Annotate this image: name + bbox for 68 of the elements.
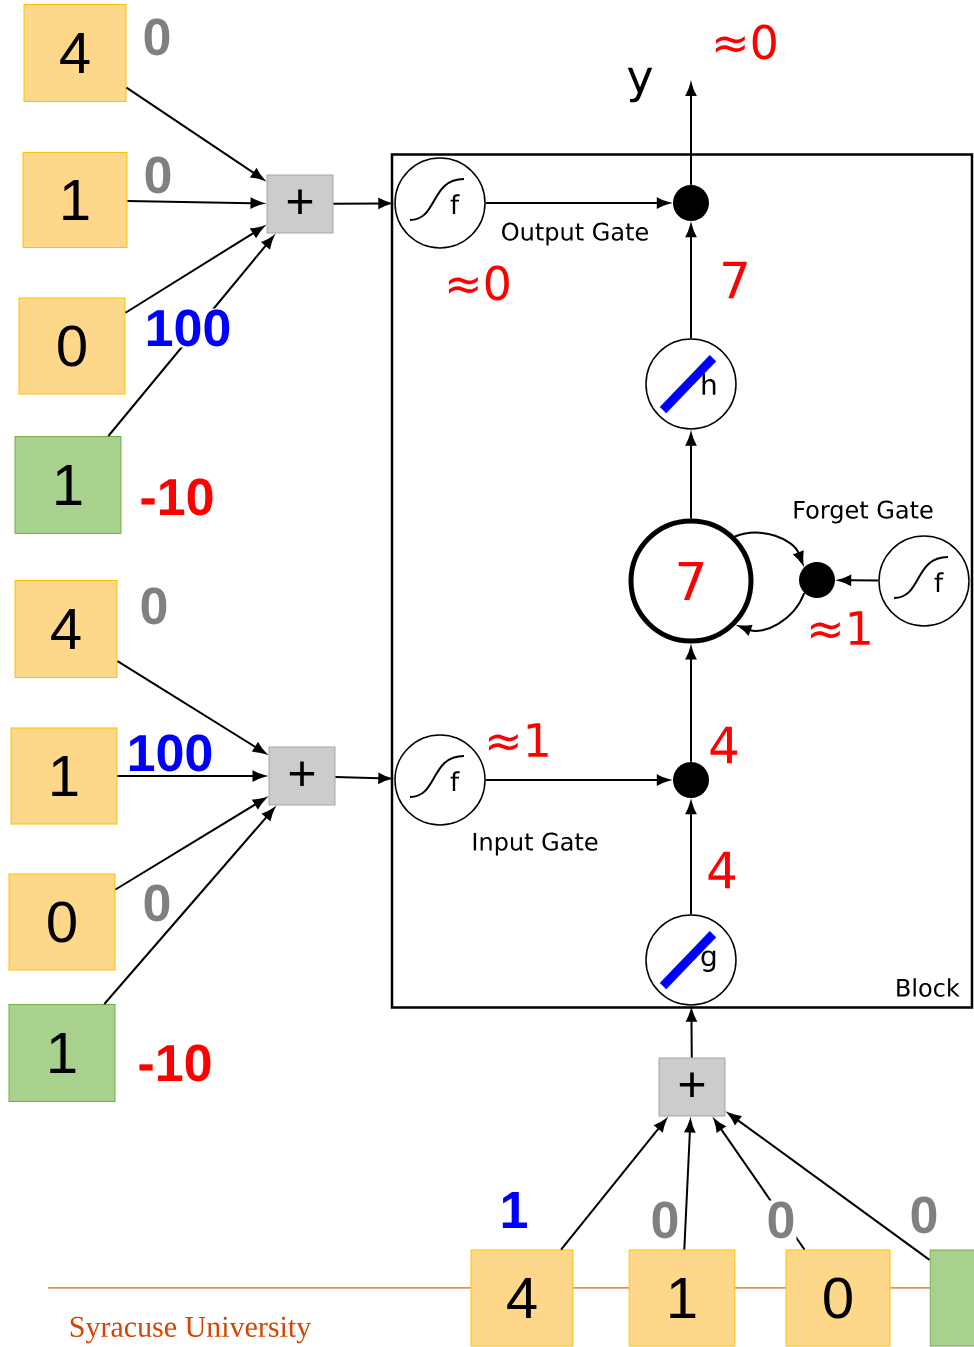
input-box: 1 (10, 727, 118, 825)
arrow (484, 774, 670, 786)
arrow (125, 86, 265, 181)
edge-label: -10 (136, 1043, 214, 1083)
input-box: 4 (470, 1249, 574, 1347)
edge-label: 0 (908, 1195, 940, 1235)
arrow (686, 1008, 697, 1059)
arrow (124, 226, 264, 314)
sigmoid-gate: f (394, 157, 486, 249)
edge-label: 0 (141, 883, 173, 923)
multiply-dot (673, 185, 709, 221)
gate-label: Output Gate (502, 222, 648, 246)
input-box: 0 (8, 873, 116, 971)
arrow (685, 801, 697, 916)
input-box: 1 (14, 436, 122, 534)
edge-label: 100 (125, 733, 215, 773)
edge-label: 0 (138, 586, 170, 626)
value-label: ≈0 (715, 24, 776, 60)
input-box: 1 (8, 1004, 116, 1102)
multiply-dot (799, 562, 835, 598)
arrow (114, 797, 266, 891)
edge-label: ≈1 (483, 722, 553, 758)
sum-box: + (266, 174, 334, 234)
arrow (116, 770, 266, 782)
input-box: 4 (14, 580, 118, 678)
arrow (332, 198, 392, 209)
edge-label: 4 (705, 850, 739, 890)
arrow (484, 197, 670, 209)
input-box: 4 (23, 4, 127, 102)
arrow (738, 592, 806, 635)
input-box: 0 (18, 297, 126, 395)
arrow (685, 83, 697, 186)
edge-label: 0 (141, 17, 173, 57)
sum-box: + (658, 1057, 726, 1117)
edge-label: 1 (498, 1191, 530, 1229)
arrow (334, 773, 392, 784)
arrow (685, 224, 697, 340)
input-box: 1 (628, 1249, 736, 1347)
arrow (685, 646, 697, 763)
sigmoid-gate: f (394, 734, 486, 826)
gate-label: Forget Gate (794, 500, 933, 524)
edge-label: ≈0 (443, 264, 513, 302)
sigmoid-gate: f (878, 535, 970, 627)
edge-label: ≈1 (805, 610, 875, 646)
arrow (560, 1118, 667, 1251)
arrow (103, 807, 275, 1005)
input-box: 1 (22, 152, 128, 248)
edge-label: -10 (138, 477, 216, 517)
arrow (126, 197, 264, 209)
arrow (733, 531, 804, 565)
sum-box: + (268, 746, 336, 806)
edge-label: 4 (707, 725, 741, 765)
arrow (116, 660, 266, 754)
multiply-dot (673, 762, 709, 798)
edge-label: y (625, 66, 655, 104)
edge-label: 100 (143, 308, 233, 348)
edge-label: 0 (142, 155, 174, 195)
edge-label: 0 (649, 1200, 681, 1240)
input-box (929, 1249, 974, 1347)
arrow (683, 1119, 696, 1251)
input-box: 0 (785, 1249, 891, 1347)
edge-label: 0 (765, 1200, 797, 1240)
edge-label: 7 (718, 260, 752, 300)
arrow (838, 575, 880, 586)
gate-label: Input Gate (473, 832, 598, 856)
arrow (685, 432, 697, 520)
arrow (727, 1112, 931, 1261)
footer-text: Syracuse University (70, 1316, 312, 1344)
